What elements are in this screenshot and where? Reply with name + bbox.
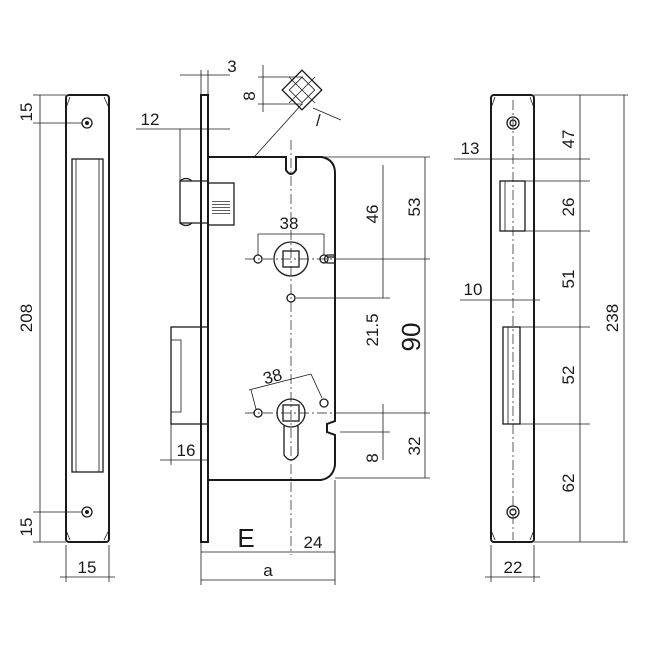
dim-8-bottom: 8 — [363, 453, 382, 462]
dim-strike-62: 62 — [559, 474, 578, 493]
dim-case-a: a — [263, 561, 273, 580]
dim-strike-13: 13 — [461, 139, 480, 158]
dim-24: 24 — [304, 533, 323, 552]
dim-cylinder-pitch-38: 38 — [261, 365, 284, 388]
dim-46: 46 — [363, 205, 382, 224]
body-dimension-lines — [136, 70, 430, 585]
dim-backset-E: E — [237, 523, 254, 553]
dim-strike-26: 26 — [559, 198, 578, 217]
left-dimension-lines — [33, 94, 115, 582]
dim-strike-238: 238 — [603, 304, 622, 332]
dim-32: 32 — [405, 437, 424, 456]
dim-left-bottom-15: 15 — [17, 518, 36, 537]
dim-53: 53 — [405, 198, 424, 217]
spindle-square-detail — [254, 65, 342, 157]
dim-spindle-8: 8 — [240, 91, 259, 100]
strike-plate-view — [490, 94, 535, 543]
dim-left-width-15: 15 — [78, 558, 97, 577]
dim-latch-12: 12 — [141, 110, 160, 129]
strike-dimension-lines — [454, 94, 628, 582]
dim-90: 90 — [396, 323, 426, 352]
dim-strike-width-22: 22 — [504, 558, 523, 577]
faceplate-front-view — [65, 94, 110, 543]
dim-strike-10: 10 — [464, 280, 483, 299]
dim-21-5: 21.5 — [363, 313, 382, 346]
dim-left-height-208: 208 — [17, 304, 36, 332]
dim-left-top-15: 15 — [17, 103, 36, 122]
dim-strike-52: 52 — [559, 366, 578, 385]
dim-spindle-pitch-38: 38 — [280, 214, 299, 233]
dim-strike-47: 47 — [559, 130, 578, 149]
dim-bolt-16: 16 — [177, 441, 196, 460]
dim-strike-51: 51 — [559, 270, 578, 289]
dim-angle-indicator: / — [316, 111, 321, 130]
dim-faceplate-3: 3 — [227, 57, 236, 76]
lock-body-side-view — [170, 94, 340, 555]
